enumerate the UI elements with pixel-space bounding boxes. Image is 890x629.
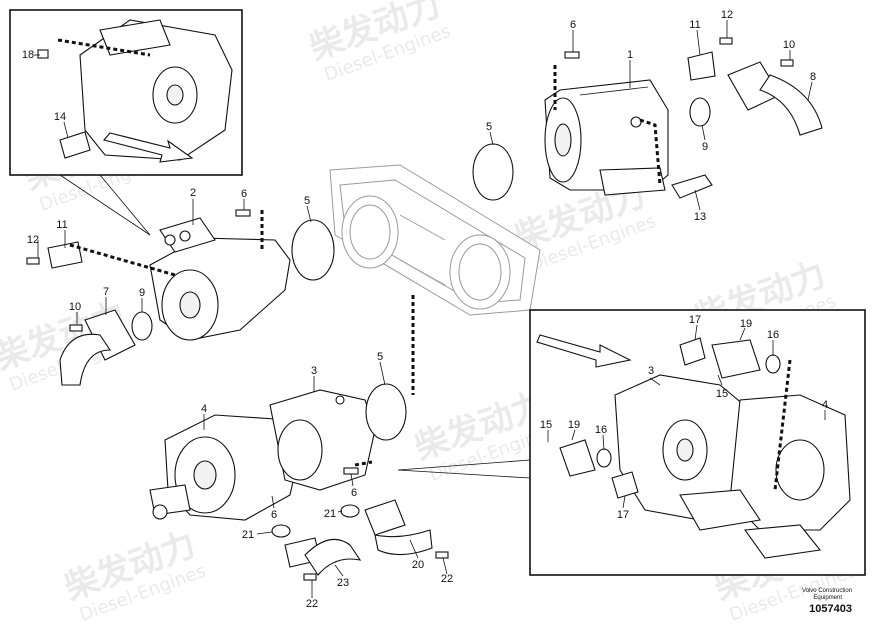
callout-3: 3	[648, 365, 654, 377]
callout-19: 19	[568, 419, 580, 431]
callout-9: 9	[139, 287, 145, 299]
callout-13: 13	[694, 211, 706, 223]
callout-5: 5	[486, 121, 492, 133]
callout-5: 5	[304, 195, 310, 207]
bolt-12-right	[719, 37, 733, 45]
bolt-22-b	[435, 551, 449, 559]
fitting-13	[671, 174, 713, 199]
callout-16: 16	[767, 329, 779, 341]
callout-7: 7	[103, 286, 109, 298]
callout-12: 12	[721, 9, 733, 21]
callout-10: 10	[783, 39, 795, 51]
o-ring-5-bottom	[365, 383, 407, 441]
callout-16: 16	[595, 424, 607, 436]
callout-12: 12	[27, 234, 39, 246]
o-ring-5-top	[472, 143, 514, 201]
callout-3: 3	[311, 365, 317, 377]
callout-9: 9	[702, 141, 708, 153]
flange-11-left	[47, 241, 83, 269]
callout-14: 14	[54, 111, 66, 123]
pump-2	[149, 217, 291, 341]
callout-11: 11	[689, 19, 700, 31]
assembly-dashed-lines	[69, 65, 662, 467]
callout-5: 5	[377, 351, 383, 363]
pipe-20	[364, 499, 433, 556]
callout-6: 6	[351, 487, 357, 499]
callout-22: 22	[306, 598, 318, 610]
company-line-1: Volvo Construction	[802, 588, 852, 594]
flange-11-right	[687, 51, 716, 81]
o-ring-9-left	[131, 311, 153, 341]
callout-6: 6	[241, 188, 247, 200]
callout-4: 4	[822, 399, 828, 411]
callout-2: 2	[190, 187, 196, 199]
company-line-2: Equipment	[813, 595, 842, 601]
o-ring-5-mid	[291, 219, 335, 281]
pipe-23	[284, 537, 362, 576]
bolt-12-left	[26, 257, 40, 265]
pump-1	[544, 79, 669, 196]
callout-1: 1	[627, 49, 633, 61]
bolt-22-a	[303, 573, 317, 581]
pump-mounting-frame	[329, 164, 541, 316]
inset-detail-top-left	[9, 9, 243, 236]
callout-10: 10	[69, 301, 81, 313]
bolt-6-left	[235, 209, 251, 217]
bolt-10-left	[69, 324, 83, 332]
bolt-10-right	[780, 59, 794, 67]
bolts	[26, 37, 794, 581]
leader-lines	[37, 20, 813, 598]
callout-21: 21	[324, 508, 336, 520]
callout-17: 17	[617, 509, 629, 521]
callout-11: 11	[56, 219, 67, 231]
pump-3	[269, 389, 376, 491]
callout-19: 19	[740, 318, 752, 330]
callout-23: 23	[337, 577, 349, 589]
callout-21: 21	[242, 529, 254, 541]
o-ring-21-b	[340, 504, 360, 518]
callout-8: 8	[810, 71, 816, 83]
callout-15: 15	[716, 388, 728, 400]
pump-4	[149, 414, 301, 521]
flange-7	[59, 309, 136, 386]
o-rings	[131, 97, 711, 538]
drawing-footer: Volvo Construction Equipment 1057403	[802, 588, 852, 615]
flange-8	[727, 61, 823, 136]
callout-18: 18	[22, 49, 34, 61]
callout-labels: 1 2 3 3 4 4 5 5 5 6 6 6 6 7 8 9 9 10 10 …	[22, 9, 828, 610]
callout-15: 15	[540, 419, 552, 431]
callout-6: 6	[570, 19, 576, 31]
bolt-6-top	[564, 51, 580, 59]
callout-6: 6	[271, 509, 277, 521]
callout-20: 20	[412, 559, 424, 571]
o-ring-21-a	[271, 524, 291, 538]
drawing-number: 1057403	[809, 603, 852, 615]
o-ring-9-right	[689, 97, 711, 127]
callout-4: 4	[201, 403, 207, 415]
callout-22: 22	[441, 573, 453, 585]
inset-detail-bottom-right	[529, 309, 866, 576]
bolt-6-bottom	[343, 467, 359, 475]
callout-17: 17	[689, 314, 701, 326]
